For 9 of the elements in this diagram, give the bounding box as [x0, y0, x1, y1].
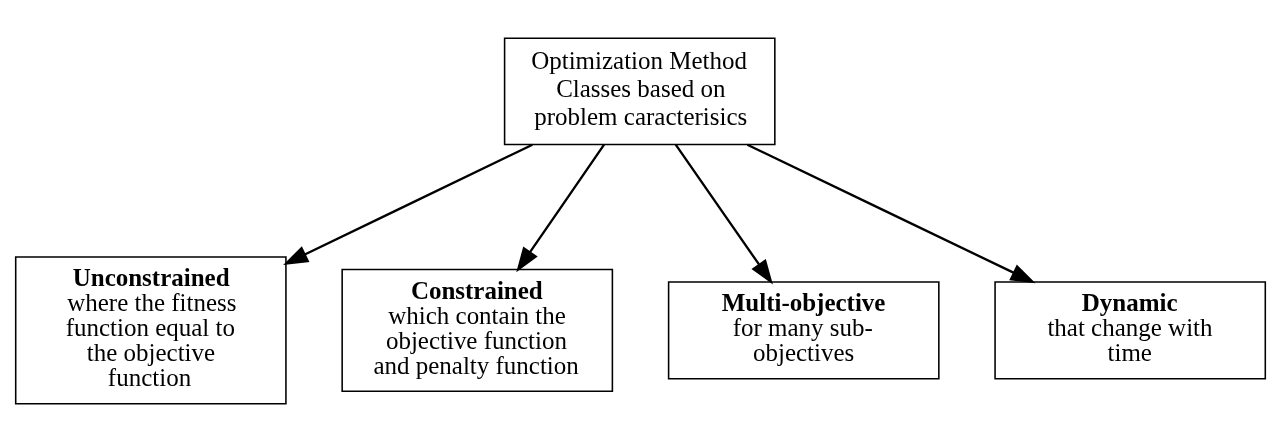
- arrow: [283, 143, 533, 265]
- node-box: Multi-objective for many sub-objectives: [667, 281, 940, 380]
- node-box: Dynamic that change with time: [994, 281, 1267, 380]
- node-box: Unconstrained where the fitness function equal to the objective function: [14, 256, 287, 405]
- arrow: [674, 144, 773, 285]
- arrow: [516, 144, 606, 273]
- node-box: Optimization Method Classes based on problem caracterisics: [503, 37, 776, 146]
- node-box: Constrained which contain the objective function and penalty function: [341, 268, 614, 393]
- arrow: [746, 143, 1036, 284]
